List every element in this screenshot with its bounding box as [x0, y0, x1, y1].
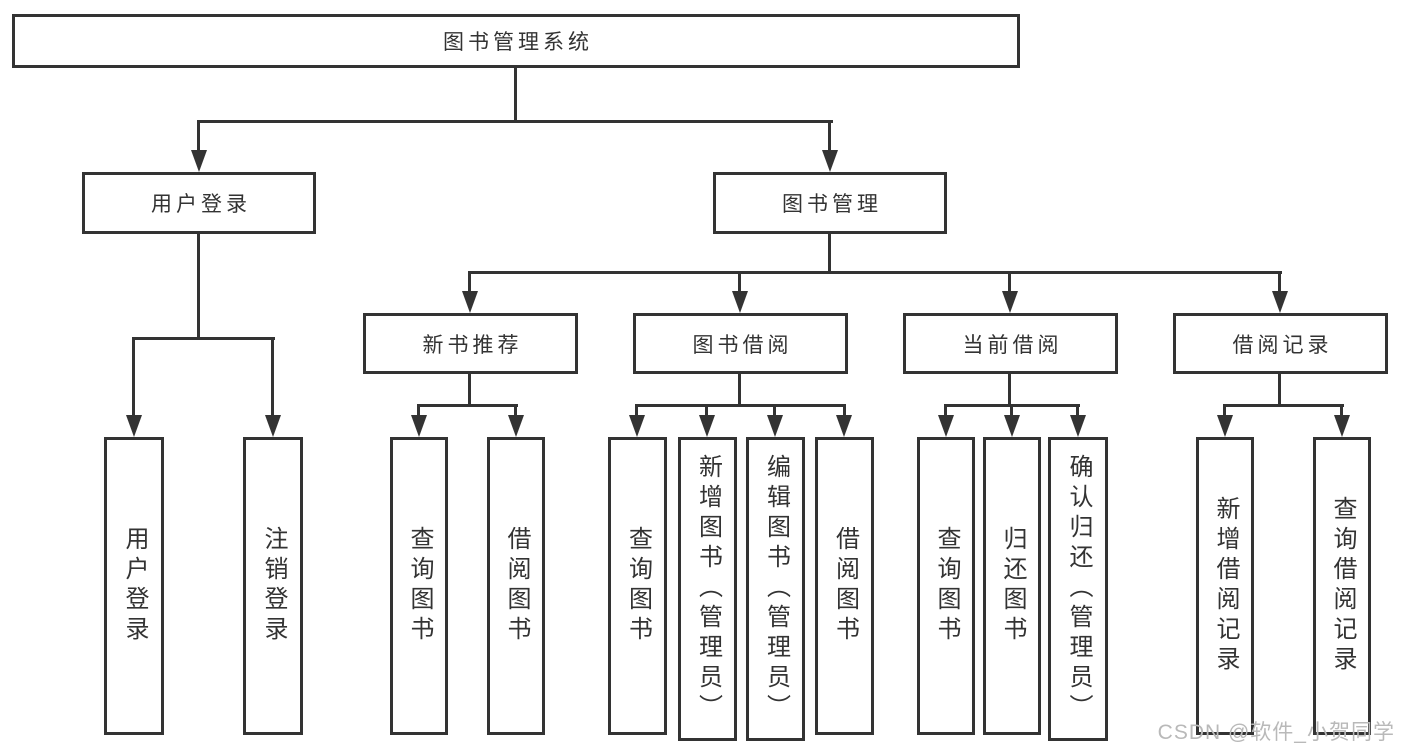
arrowhead-bb-add: [699, 415, 715, 437]
node-leaf-bb-query-books-label: 查询图书: [624, 526, 652, 646]
connector-stem-bb-add: [705, 404, 708, 417]
node-leaf-bb-add-books: 新增图书（管理员）: [678, 437, 737, 741]
node-leaf-br-query-record: 查询借阅记录: [1313, 437, 1371, 735]
arrowhead-bb-borrow: [836, 415, 852, 437]
node-leaf-nb-query-books-label: 查询图书: [406, 526, 433, 646]
arrowhead-br-add: [1217, 415, 1233, 437]
connector-newbook-stem: [468, 374, 471, 406]
node-leaf-logout: 注销登录: [243, 437, 303, 735]
arrowhead-nb-query: [411, 415, 427, 437]
arrowhead-leaf-logout: [265, 415, 281, 437]
node-book-borrow-label: 图书借阅: [692, 333, 793, 357]
arrowhead-bb-edit: [767, 415, 783, 437]
connector-userlogin-stem: [197, 234, 200, 340]
node-borrow-record: 借阅记录: [1173, 313, 1388, 374]
connector-stem-borrow-record: [1278, 271, 1281, 293]
connector-stem-br-add: [1223, 404, 1226, 417]
arrowhead-nb-borrow: [508, 415, 524, 437]
connector-newbook-branch: [417, 404, 518, 407]
connector-stem-bb-borrow: [843, 404, 846, 417]
arrowhead-bb-query: [629, 415, 645, 437]
connector-userlogin-branch: [132, 337, 275, 340]
connector-stem-new-book: [468, 271, 471, 293]
node-book-mgmt: 图书管理: [713, 172, 947, 234]
node-borrow-record-label: 借阅记录: [1232, 333, 1333, 357]
node-leaf-br-add-record: 新增借阅记录: [1196, 437, 1254, 735]
connector-stem-bb-edit: [773, 404, 776, 417]
node-root: 图书管理系统: [12, 14, 1020, 68]
arrowhead-book-borrow: [732, 291, 748, 313]
node-leaf-logout-label: 注销登录: [260, 526, 287, 646]
connector-stem-bb-query: [635, 404, 638, 417]
connector-bookborrow-branch: [635, 404, 846, 407]
node-leaf-bb-borrow-books-label: 借阅图书: [831, 526, 859, 646]
node-leaf-br-query-record-label: 查询借阅记录: [1329, 496, 1356, 676]
node-leaf-bb-query-books: 查询图书: [608, 437, 667, 735]
arrowhead-book-mgmt: [822, 150, 838, 172]
node-leaf-br-add-record-label: 新增借阅记录: [1212, 496, 1239, 676]
connector-stem-user-login: [197, 120, 200, 152]
connector-root-branch: [198, 120, 833, 123]
connector-currentborrow-stem: [1008, 374, 1011, 406]
connector-bookborrow-stem: [738, 374, 741, 406]
node-leaf-nb-borrow-books: 借阅图书: [487, 437, 545, 735]
arrowhead-cb-query: [938, 415, 954, 437]
node-leaf-cb-confirm-return: 确认归还（管理员）: [1048, 437, 1108, 741]
node-book-borrow: 图书借阅: [633, 313, 848, 374]
connector-stem-book-mgmt: [828, 120, 831, 152]
node-leaf-bb-add-books-label: 新增图书（管理员）: [694, 454, 722, 724]
node-current-borrow-label: 当前借阅: [962, 333, 1063, 357]
arrowhead-borrow-record: [1272, 291, 1288, 313]
connector-stem-nb-borrow: [514, 404, 517, 417]
arrowhead-cb-return: [1004, 415, 1020, 437]
node-current-borrow: 当前借阅: [903, 313, 1118, 374]
connector-stem-cb-query: [944, 404, 947, 417]
node-leaf-cb-confirm-return-label: 确认归还（管理员）: [1065, 454, 1092, 724]
node-user-login-label: 用户登录: [151, 193, 251, 216]
connector-borrowrecord-branch: [1223, 404, 1344, 407]
connector-stem-nb-query: [417, 404, 420, 417]
arrowhead-cb-confirm: [1070, 415, 1086, 437]
arrowhead-current-borrow: [1002, 291, 1018, 313]
arrowhead-br-query: [1334, 415, 1350, 437]
connector-bookmgmt-stem: [828, 234, 831, 274]
node-leaf-cb-return-books-label: 归还图书: [999, 526, 1026, 646]
connector-stem-leaf-logout: [271, 337, 274, 417]
connector-stem-cb-confirm: [1076, 404, 1079, 417]
node-leaf-user-login: 用户登录: [104, 437, 164, 735]
connector-stem-br-query: [1340, 404, 1343, 417]
connector-stem-book-borrow: [738, 271, 741, 293]
node-leaf-cb-return-books: 归还图书: [983, 437, 1041, 735]
node-leaf-bb-borrow-books: 借阅图书: [815, 437, 874, 735]
node-book-mgmt-label: 图书管理: [782, 193, 882, 216]
node-leaf-bb-edit-books-label: 编辑图书（管理员）: [762, 454, 790, 724]
node-leaf-cb-query-books: 查询图书: [917, 437, 975, 735]
node-leaf-cb-query-books-label: 查询图书: [933, 526, 960, 646]
connector-stem-cb-return: [1010, 404, 1013, 417]
node-leaf-nb-query-books: 查询图书: [390, 437, 448, 735]
node-new-book-rec-label: 新书推荐: [422, 333, 523, 357]
arrowhead-new-book: [462, 291, 478, 313]
csdn-watermark: CSDN @软件_小贺同学: [1157, 721, 1395, 744]
arrowhead-leaf-login: [126, 415, 142, 437]
connector-root-stem: [514, 68, 517, 122]
node-leaf-nb-borrow-books-label: 借阅图书: [503, 526, 530, 646]
connector-stem-current-borrow: [1008, 271, 1011, 293]
connector-bookmgmt-branch: [468, 271, 1282, 274]
node-leaf-bb-edit-books: 编辑图书（管理员）: [746, 437, 805, 741]
arrowhead-user-login: [191, 150, 207, 172]
connector-stem-leaf-login: [132, 337, 135, 417]
node-user-login: 用户登录: [82, 172, 316, 234]
node-root-label: 图书管理系统: [443, 31, 593, 54]
node-new-book-rec: 新书推荐: [363, 313, 578, 374]
node-leaf-user-login-label: 用户登录: [121, 526, 148, 646]
connector-borrowrecord-stem: [1278, 374, 1281, 406]
